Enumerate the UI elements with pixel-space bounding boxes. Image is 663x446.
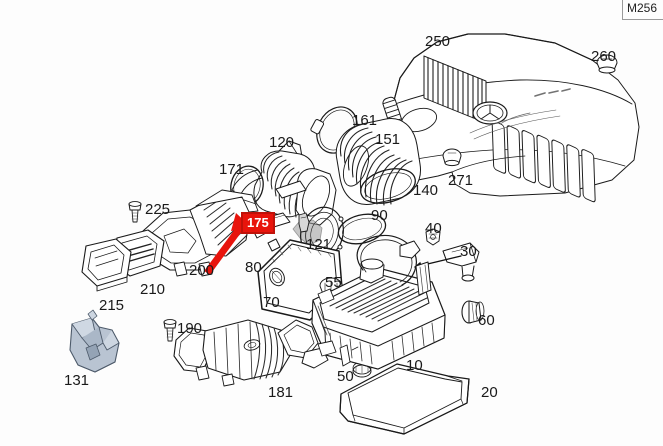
callout-55: 55 bbox=[325, 274, 342, 291]
engine-code-tag: M256 bbox=[622, 0, 663, 20]
part-10-air-filter-housing bbox=[311, 234, 446, 370]
callout-90: 90 bbox=[371, 207, 388, 224]
part-90-sealing-ring bbox=[337, 213, 387, 245]
callout-151: 151 bbox=[375, 131, 401, 148]
callout-200: 200 bbox=[189, 262, 215, 279]
part-260-stud-cap bbox=[596, 54, 618, 74]
callout-60: 60 bbox=[478, 312, 495, 329]
callout-121: 121 bbox=[306, 236, 332, 253]
callout-190: 190 bbox=[177, 320, 203, 337]
part-151-corrugated-hose bbox=[335, 118, 421, 206]
part-175-plate-upper bbox=[275, 180, 307, 199]
part-215-intake-cover-trim bbox=[81, 238, 132, 292]
callout-250: 250 bbox=[425, 33, 451, 50]
part-70-grommet-ring bbox=[269, 267, 285, 287]
callout-80: 80 bbox=[245, 259, 262, 276]
callout-271: 271 bbox=[448, 172, 474, 189]
part-140-seal-gasket bbox=[360, 168, 416, 204]
callout-10: 10 bbox=[406, 357, 423, 374]
part-190-fastening-screw bbox=[163, 319, 177, 342]
callout-131: 131 bbox=[64, 372, 90, 389]
part-271-grommet bbox=[442, 148, 462, 167]
engine-code-text: M256 bbox=[627, 1, 658, 15]
callout-20: 20 bbox=[481, 384, 498, 401]
callout-140: 140 bbox=[413, 182, 439, 199]
part-225-mounting-bolt bbox=[128, 201, 142, 223]
callout-40: 40 bbox=[425, 220, 442, 237]
callout-260: 260 bbox=[591, 48, 617, 65]
part-20-air-filter-element bbox=[339, 363, 470, 435]
highlighted-part-label[interactable]: 175 bbox=[241, 212, 275, 234]
part-131-mounting-bracket bbox=[69, 309, 120, 373]
mercedes-star-emblem bbox=[472, 101, 508, 125]
callout-70: 70 bbox=[263, 294, 280, 311]
callout-181: 181 bbox=[268, 384, 294, 401]
callout-171: 171 bbox=[219, 161, 245, 178]
callout-161: 161 bbox=[352, 112, 378, 129]
callout-120: 120 bbox=[269, 134, 295, 151]
part-60-resonator-cap bbox=[461, 300, 485, 324]
part-181-clean-air-duct bbox=[173, 319, 337, 387]
callout-225: 225 bbox=[145, 201, 171, 218]
callout-210: 210 bbox=[140, 281, 166, 298]
callout-50: 50 bbox=[337, 368, 354, 385]
callout-215: 215 bbox=[99, 297, 125, 314]
part-40-retaining-clip bbox=[425, 228, 441, 246]
callout-30: 30 bbox=[460, 243, 477, 260]
part-121-clip-bracket bbox=[298, 212, 310, 233]
